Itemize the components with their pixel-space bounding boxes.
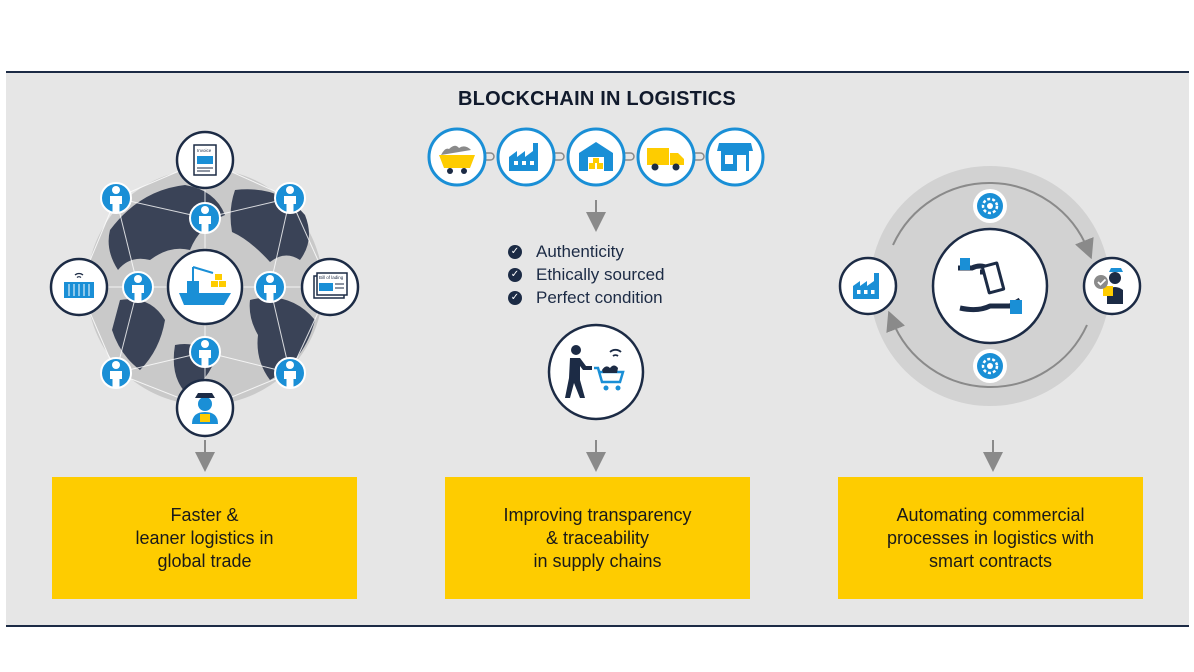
person-icon [274,357,306,389]
checkmark-icon: ✓ [508,244,522,259]
list-item: ✓ Ethically sourced [508,263,665,286]
person-icon [254,271,286,303]
person-icon [122,271,154,303]
checklist-label: Authenticity [536,241,624,261]
payment-handover-icon [931,227,1049,345]
supply-chain [427,127,765,472]
smart-contract-cycle [838,166,1142,472]
factory-icon [496,127,556,187]
benefit-box-transparency: Improving transparency & traceability in… [445,477,750,599]
invoice-icon: Invoice [175,130,235,190]
consumer-shopping-icon [547,323,645,421]
checklist-label: Ethically sourced [536,264,665,284]
list-item: ✓ Authenticity [508,240,665,263]
benefit-box-global-trade: Faster & leaner logistics in global trad… [52,477,357,599]
truck-icon [636,127,696,187]
person-icon [189,336,221,368]
checklist: ✓ Authenticity ✓ Ethically sourced ✓ Per… [508,240,665,309]
person-icon [189,202,221,234]
person-icon [274,182,306,214]
gear-icon [973,189,1007,223]
benefit-line: Automating commercial [896,504,1085,525]
bill-of-lading-icon: Bill of lading [300,257,360,317]
store-icon [705,127,765,187]
benefit-line: global trade [157,550,252,571]
bill-of-lading-label: Bill of lading [319,275,344,280]
warehouse-icon [566,127,626,187]
benefit-line: Faster & [170,504,239,525]
benefit-box-smart-contracts: Automating commercial processes in logis… [838,477,1143,599]
courier-icon [1082,256,1142,316]
globe-network: Invoice Bill of ladi [49,130,360,472]
benefit-line: & traceability [545,527,650,548]
person-icon [100,357,132,389]
page-title: BLOCKCHAIN IN LOGISTICS [458,88,736,110]
factory-icon [838,256,898,316]
continent [112,299,165,370]
gear-icon [973,349,1007,383]
checkmark-icon: ✓ [508,267,522,282]
benefit-line: Improving transparency [503,504,692,525]
benefit-line: smart contracts [928,550,1053,571]
customs-officer-icon [175,378,235,438]
invoice-label: Invoice [197,148,212,153]
mine-cart-icon [427,127,487,187]
benefit-line: processes in logistics with [886,527,1095,548]
benefit-line: in supply chains [533,550,662,571]
checklist-label: Perfect condition [536,287,663,307]
list-item: ✓ Perfect condition [508,286,665,309]
container-icon [49,257,109,317]
benefit-line: leaner logistics in [135,527,274,548]
cargo-ship-icon [166,248,244,326]
checkmark-icon: ✓ [508,290,522,305]
person-icon [100,182,132,214]
